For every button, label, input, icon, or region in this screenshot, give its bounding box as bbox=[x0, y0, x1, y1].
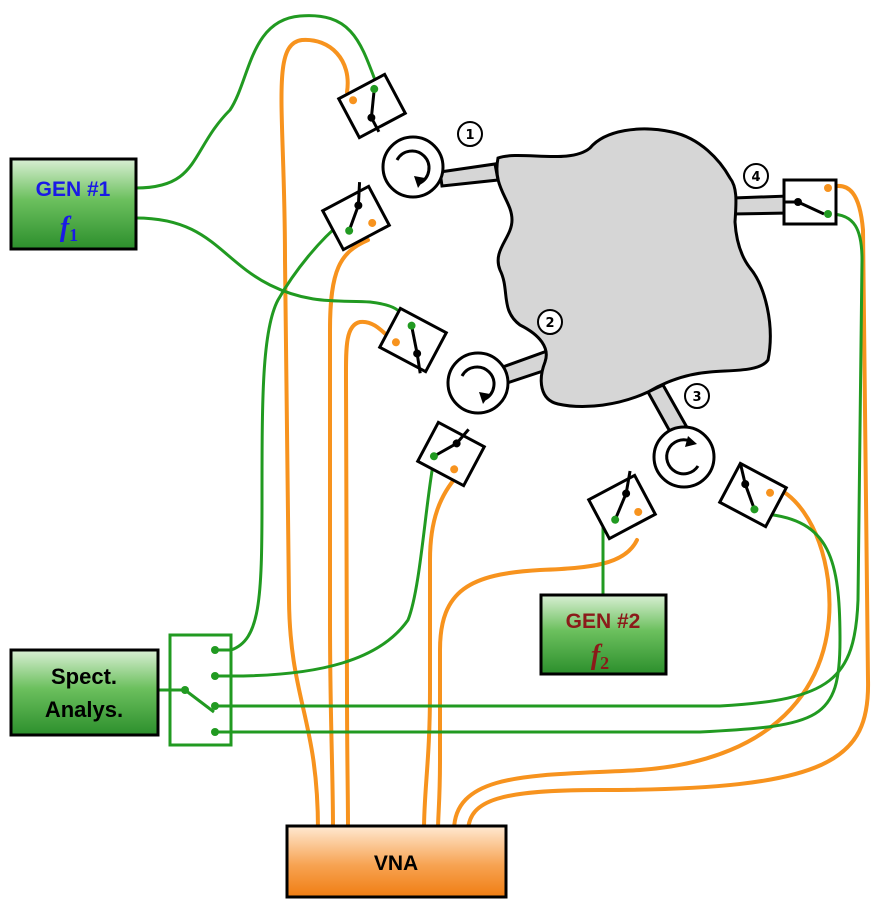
gen2-box[interactable]: GEN #2 f2 bbox=[539, 593, 668, 676]
waveguide-port-1 bbox=[438, 162, 500, 188]
switch-4[interactable] bbox=[782, 178, 838, 226]
green-cable-sa-sw3b bbox=[229, 512, 842, 734]
switch-2b[interactable] bbox=[415, 415, 488, 488]
switch-1b[interactable] bbox=[319, 179, 392, 252]
sa-selector-switch[interactable] bbox=[158, 633, 233, 747]
orange-cable-sw1a bbox=[279, 37, 350, 832]
green-cables bbox=[134, 14, 864, 734]
circulator-3 bbox=[652, 425, 716, 489]
switch-2a[interactable] bbox=[377, 306, 449, 375]
orange-cables bbox=[279, 37, 871, 832]
circulator-1 bbox=[381, 135, 445, 199]
orange-cable-sw3a bbox=[436, 538, 639, 832]
spectrum-analyzer-line2: Analys. bbox=[45, 697, 123, 722]
switch-1a[interactable] bbox=[336, 72, 408, 141]
waveguide-port-4 bbox=[731, 194, 790, 216]
switch-3b[interactable] bbox=[717, 461, 789, 529]
gen2-freq: f2 bbox=[591, 640, 609, 673]
spectrum-analyzer-box[interactable]: Spect. Analys. bbox=[9, 648, 160, 737]
svg-text:1: 1 bbox=[465, 128, 474, 143]
svg-text:4: 4 bbox=[751, 170, 760, 185]
orange-cable-sw2a bbox=[343, 319, 400, 832]
green-cable-sa-sw1b bbox=[229, 220, 344, 652]
orange-cable-sw1b bbox=[328, 238, 370, 832]
gen1-box[interactable]: GEN #1 f1 bbox=[9, 157, 138, 251]
port-label-2: 2 bbox=[537, 309, 563, 335]
vna-label: VNA bbox=[374, 852, 418, 875]
gen1-label: GEN #1 bbox=[36, 178, 111, 201]
orange-cable-sw2b bbox=[422, 473, 460, 832]
orange-cable-sw3b bbox=[452, 485, 832, 832]
green-cable-sa-sw4 bbox=[229, 212, 864, 708]
vna-box[interactable]: VNA bbox=[285, 824, 508, 899]
port-label-3: 3 bbox=[684, 383, 710, 409]
circulator-2 bbox=[446, 351, 510, 415]
port-label-4: 4 bbox=[743, 163, 769, 189]
green-cable-gen1-sw2a bbox=[134, 216, 410, 324]
green-cable-sa-sw2b bbox=[229, 463, 435, 678]
spectrum-analyzer-line1: Spect. bbox=[51, 664, 117, 689]
svg-text:3: 3 bbox=[692, 390, 701, 405]
gen1-freq: f1 bbox=[60, 212, 78, 245]
switch-3a[interactable] bbox=[586, 470, 658, 541]
port-label-1: 1 bbox=[457, 121, 483, 147]
orange-cable-sw4 bbox=[466, 184, 871, 832]
cavity-blob bbox=[495, 127, 772, 409]
gen2-label: GEN #2 bbox=[566, 610, 641, 633]
green-cable-gen1-sw1a bbox=[134, 14, 377, 190]
svg-text:2: 2 bbox=[545, 316, 554, 331]
